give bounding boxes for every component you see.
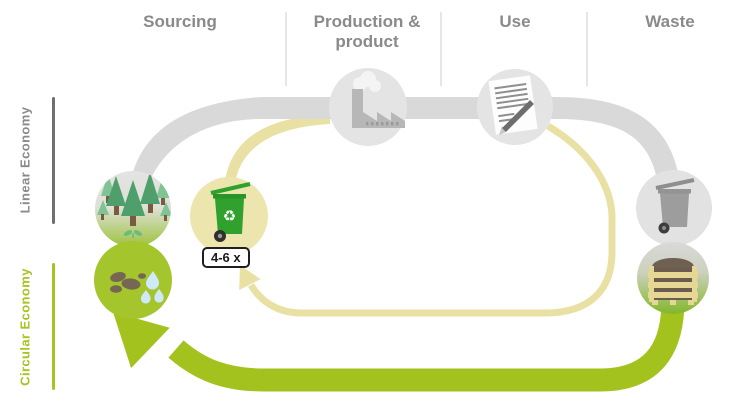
factory-icon — [352, 71, 405, 128]
forest-icon — [97, 172, 171, 238]
sprout-icon — [123, 230, 143, 238]
circular-arrowhead — [113, 312, 170, 369]
column-title-production: Production & product — [313, 12, 421, 52]
column-title-use: Use — [499, 12, 531, 31]
waste-bin-icon — [655, 178, 695, 234]
column-title-sourcing: Sourcing — [143, 12, 217, 31]
column-title-waste: Waste — [645, 12, 695, 31]
reuse-count-badge: 4-6 x — [202, 247, 250, 268]
compost-crate-icon — [648, 258, 698, 305]
circular-arrow-shaft — [168, 299, 685, 392]
document-pen-icon — [488, 75, 538, 135]
recycling-loop-arrowhead — [239, 265, 261, 290]
linear-band — [262, 97, 680, 187]
circular-economy-label: Circular Economy — [17, 268, 33, 386]
recycle-symbol-icon: ♻ — [223, 207, 236, 225]
linear-economy-label: Linear Economy — [17, 106, 33, 214]
column-separator — [440, 12, 442, 86]
linear-economy-line — [52, 97, 55, 224]
recycle-bin-icon: ♻ — [210, 182, 251, 242]
pen-icon — [499, 126, 506, 135]
column-separator — [285, 12, 287, 86]
circular-economy-line — [52, 263, 55, 390]
column-separator — [586, 12, 588, 86]
soil-water-icon — [110, 271, 164, 304]
recycling-loop-path — [247, 122, 616, 317]
